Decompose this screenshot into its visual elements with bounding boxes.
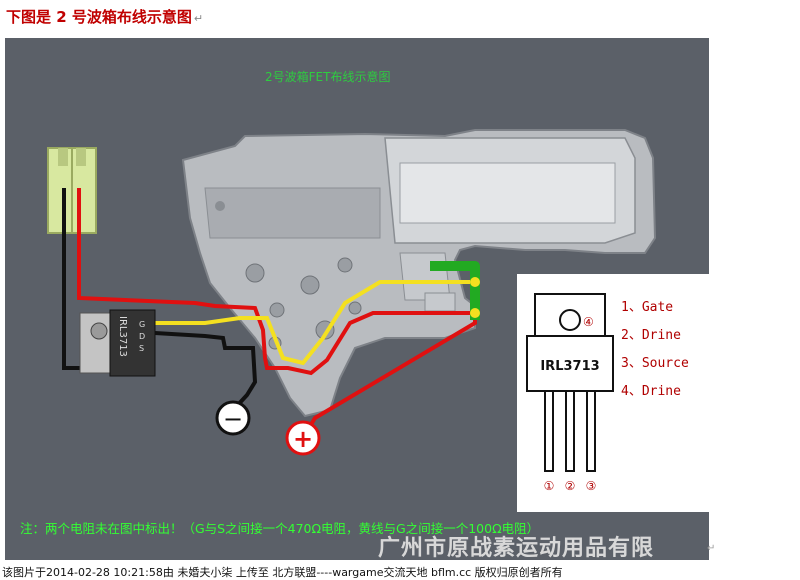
pin-list-item: 3、Source (621, 356, 689, 371)
positive-terminal-icon: + (285, 420, 321, 456)
yellow-wire (155, 280, 475, 366)
pinout-svg: IRL3713 ④ ① ② ③ (526, 293, 614, 493)
pinout-lead-1: ① (544, 479, 555, 493)
negative-terminal-icon: − (215, 400, 251, 436)
mosfet-pin-g: G (139, 320, 145, 329)
page-title: 下图是 2 号波箱布线示意图↵ (6, 6, 203, 27)
to220-package: IRL3713 ④ ① ② ③ (526, 293, 614, 493)
wiring-diagram-svg: 2号波箱FET布线示意图 (47, 69, 657, 456)
mosfet-label: IRL3713 (117, 316, 128, 357)
watermark-text: 广州市原战素运动用品有限 (378, 536, 655, 561)
battery-connector (47, 147, 97, 234)
footer-bar (0, 563, 800, 580)
resistor-note: 注：两个电阻未在图中标出！（G与S之间接一个470Ω电阻，黄线与G之间接一个10… (20, 521, 540, 536)
pin-list: 1、Gate 2、Drine 3、Source 4、Drine (621, 294, 689, 406)
footer-text: 该图片于2014-02-28 10:21:58由 未婚夫小柒 上传至 北方联盟-… (2, 566, 563, 579)
return-mark-icon: ↵ (707, 543, 716, 554)
plus-symbol: + (293, 425, 313, 453)
pin-list-item: 4、Drine (621, 384, 681, 399)
mosfet-pin-s: S (139, 344, 144, 353)
minus-symbol: − (223, 405, 243, 433)
pinout-tab-number: ④ (583, 315, 594, 329)
pinout-panel: IRL3713 ④ ① ② ③ (517, 274, 709, 512)
pinout-lead-2: ② (565, 479, 576, 493)
switch-trace (430, 261, 480, 320)
mosfet-component: IRL3713 G D S (79, 309, 156, 377)
gearbox-shell (181, 129, 657, 418)
return-mark-icon: ↵ (193, 12, 204, 25)
pin-list-item: 1、Gate (621, 300, 674, 315)
page-title-text: 下图是 2 号波箱布线示意图 (6, 8, 192, 26)
diagram-heading: 2号波箱FET布线示意图 (265, 69, 390, 84)
pinout-lead-3: ③ (586, 479, 597, 493)
pinout-chip-label: IRL3713 (540, 359, 599, 374)
pin-list-item: 2、Drine (621, 328, 681, 343)
mosfet-pin-d: D (139, 332, 145, 341)
